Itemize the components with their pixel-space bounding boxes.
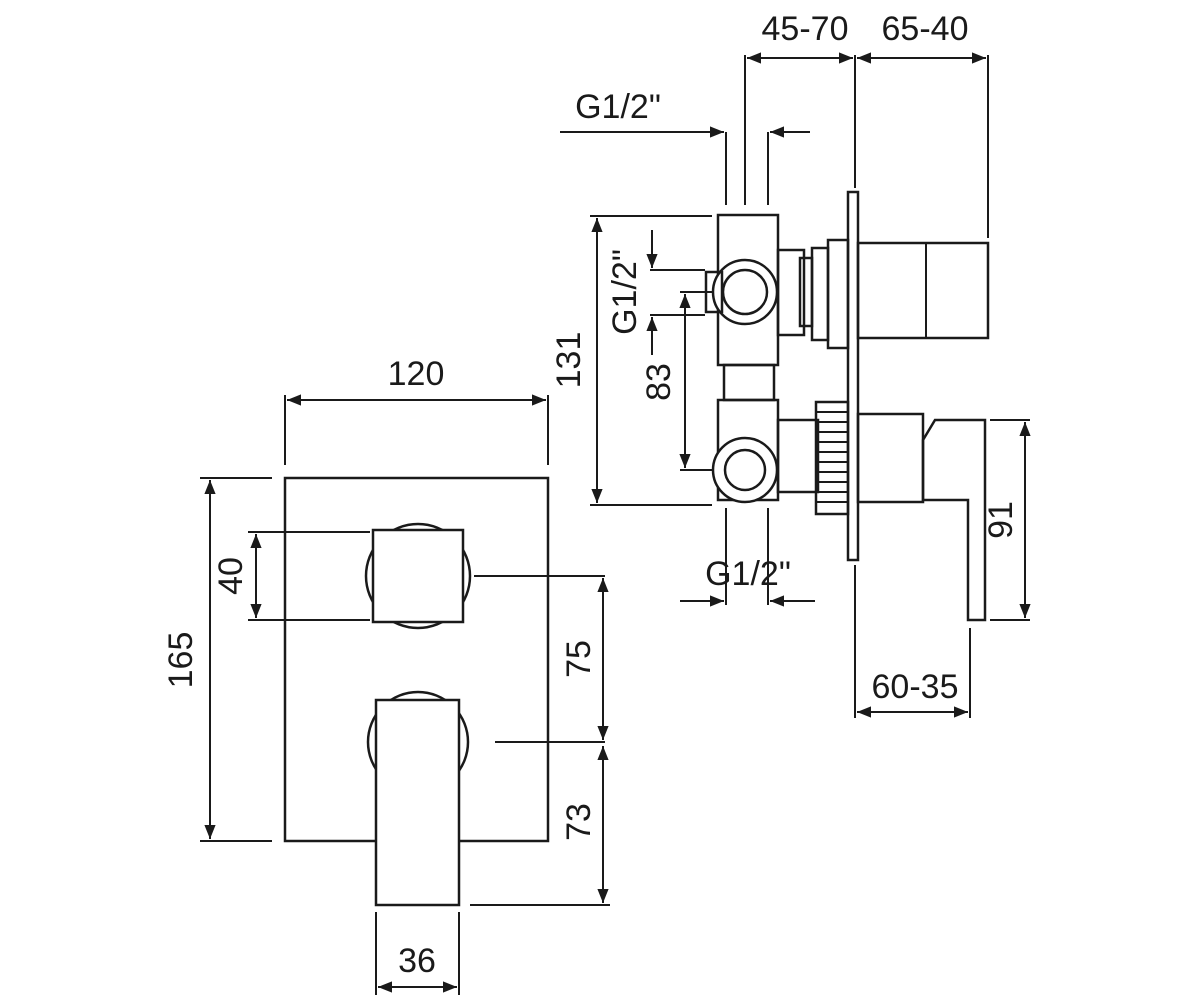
dim-height-front: 165 <box>162 632 200 689</box>
dim-inlet-spacing: 83 <box>640 363 678 401</box>
dim-depth-body: 45-70 <box>762 10 849 48</box>
dim-thread-top: G1/2" <box>575 88 661 126</box>
dim-thread-side: G1/2" <box>606 249 644 335</box>
diverter-stem-collar <box>798 256 814 328</box>
diverter-thread-flange <box>826 238 850 350</box>
dim-knob-size: 40 <box>212 557 250 595</box>
dim-knob-to-lever: 75 <box>560 640 598 678</box>
dim-width-front: 120 <box>388 355 445 393</box>
inlet-bottom-outer <box>711 436 779 504</box>
cover-plate-side <box>846 190 860 562</box>
lever-body-side <box>856 412 925 504</box>
valve-connector <box>722 363 776 402</box>
dim-lever-to-bottom: 73 <box>560 803 598 841</box>
diverter-stem-housing <box>776 248 806 337</box>
front-view: 120 165 40 75 73 36 <box>162 355 610 995</box>
dim-depth-lever: 60-35 <box>872 668 959 706</box>
dim-lever-height: 91 <box>982 501 1020 539</box>
diverter-knob-side <box>856 241 990 340</box>
lever-handle-side <box>921 418 987 622</box>
diverter-knob-disc <box>364 522 472 630</box>
dim-body-height: 131 <box>550 332 588 389</box>
dim-depth-knob: 65-40 <box>882 10 969 48</box>
diverter-thread-ring <box>810 246 830 342</box>
mixer-lever <box>374 698 461 907</box>
mixer-thread-ring <box>814 400 850 516</box>
dim-lever-width: 36 <box>398 942 436 980</box>
side-view: 45-70 65-40 G1/2" 131 G1/2" 83 G1/2 <box>550 10 1031 718</box>
dim-thread-bottom: G1/2" <box>705 555 791 593</box>
diverter-knob <box>371 528 465 624</box>
mixer-stem-housing <box>776 418 820 494</box>
inlet-bottom-inner <box>723 448 767 492</box>
